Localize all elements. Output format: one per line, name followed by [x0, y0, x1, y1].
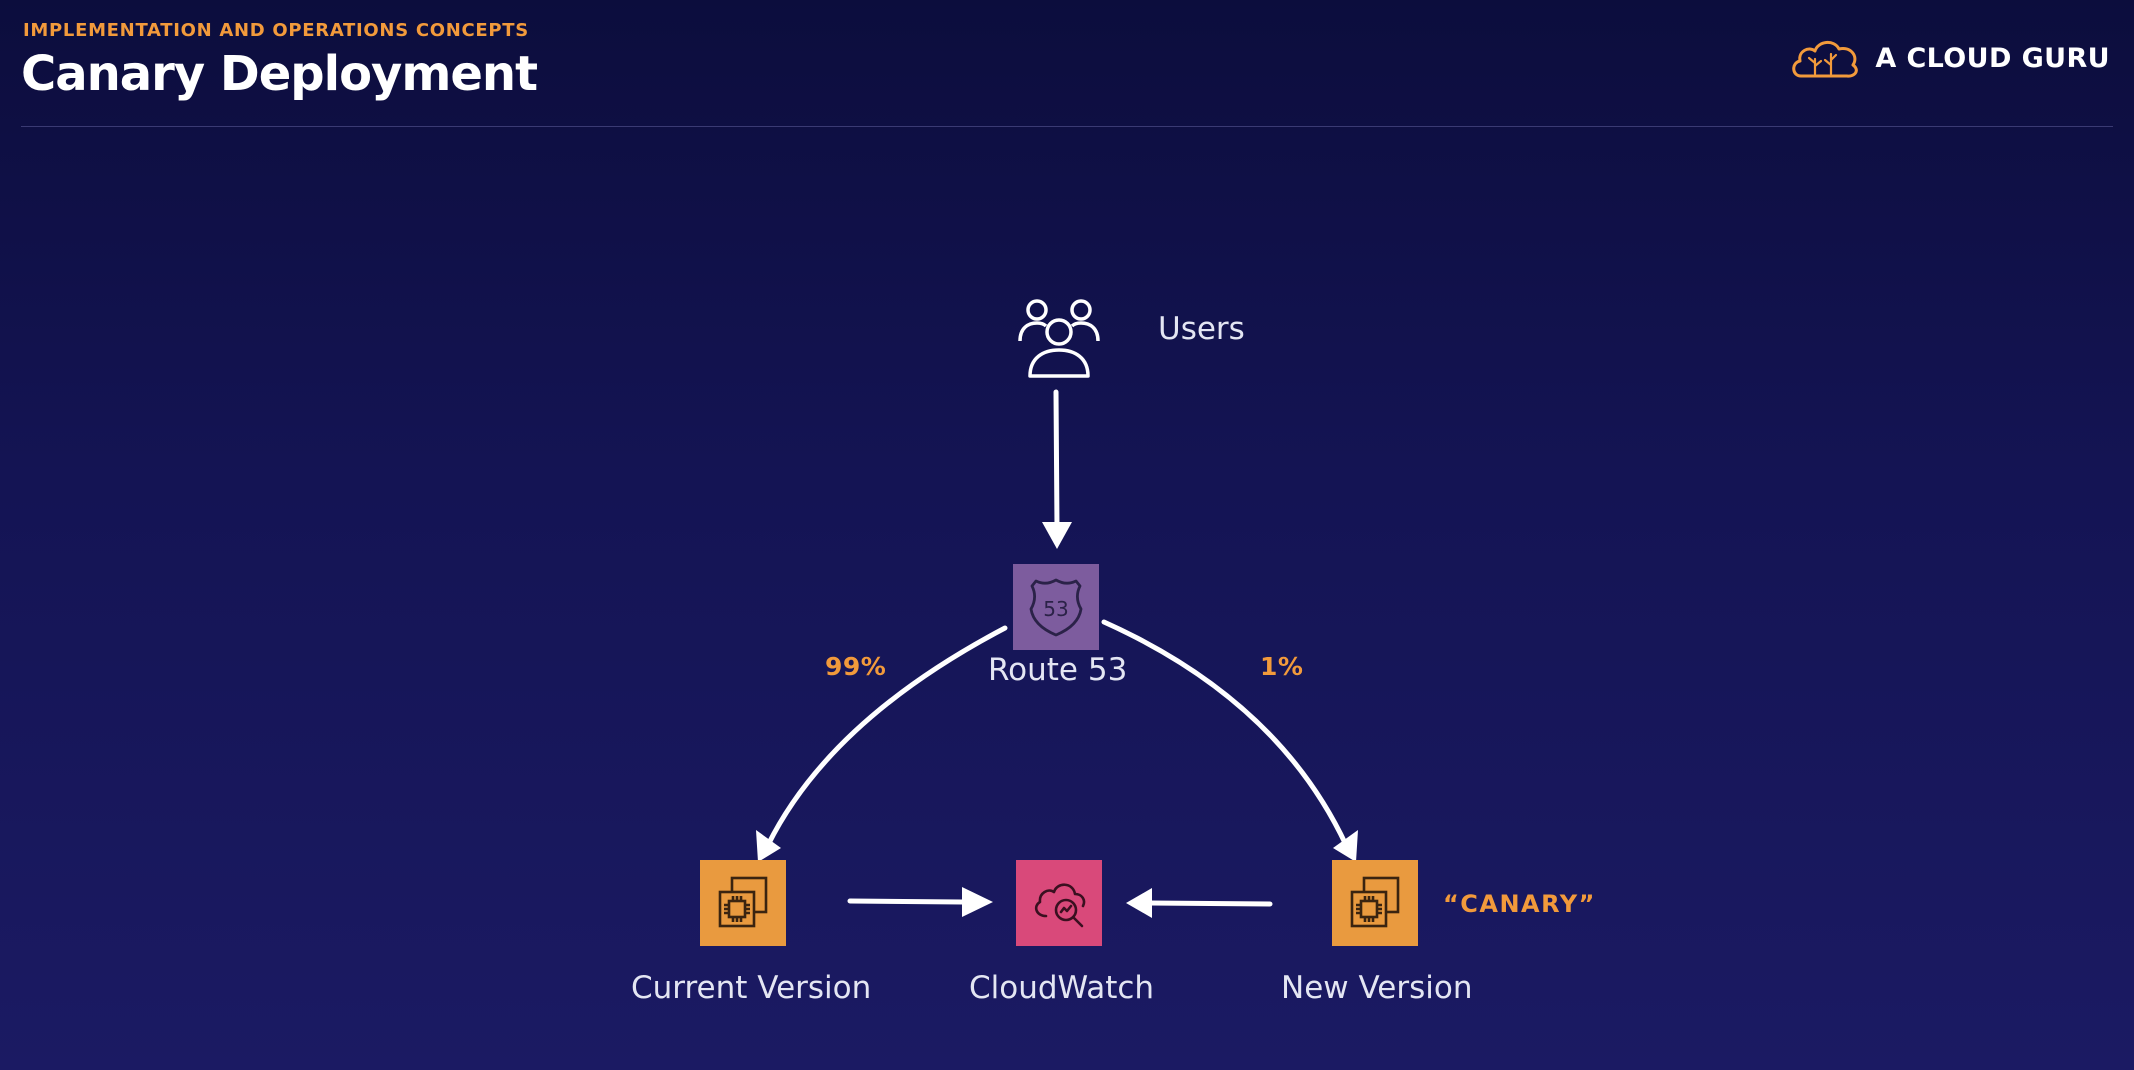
- traffic-new-percent: 1%: [1260, 652, 1304, 681]
- arrowhead-cloudwatch-left: [962, 887, 993, 917]
- arrowhead-new: [1333, 830, 1358, 862]
- section-eyebrow: IMPLEMENTATION AND OPERATIONS CONCEPTS: [23, 20, 529, 41]
- route53-label: Route 53: [988, 652, 1128, 688]
- arrow-users-to-route53: [1053, 389, 1060, 531]
- current-version-label: Current Version: [631, 970, 872, 1006]
- cloudwatch-label: CloudWatch: [969, 970, 1155, 1006]
- cloudwatch-icon: [1034, 883, 1086, 928]
- ec2-instance-icon: [1350, 876, 1400, 928]
- users-icon: [1018, 299, 1100, 378]
- arrowhead-cloudwatch-right: [1126, 888, 1152, 918]
- route53-badge: 53: [1043, 597, 1068, 621]
- traffic-current-percent: 99%: [825, 652, 887, 681]
- brand-logo: A CLOUD GURU: [1789, 36, 2110, 80]
- users-label: Users: [1158, 311, 1245, 347]
- cloud-logo-icon: [1792, 41, 1859, 78]
- brand-name: A CLOUD GURU: [1875, 42, 2110, 74]
- canary-tag: “CANARY”: [1443, 890, 1596, 918]
- new-version-label: New Version: [1281, 970, 1473, 1006]
- arrowhead-route53: [1042, 522, 1072, 549]
- cloudwatch-node: [1016, 860, 1102, 946]
- current-version-node: [700, 860, 786, 946]
- arrow-current-to-cloudwatch: [847, 898, 965, 905]
- new-version-node: [1332, 860, 1418, 946]
- arrow-new-to-cloudwatch: [1147, 900, 1273, 907]
- route53-shield-icon: 53: [1029, 578, 1083, 637]
- ec2-instance-icon: [718, 876, 768, 928]
- arrowhead-current: [756, 830, 781, 862]
- page-title: Canary Deployment: [21, 46, 538, 102]
- route53-node: 53: [1013, 564, 1099, 650]
- arrow-route53-to-new: [1101, 619, 1349, 848]
- arrow-route53-to-current: [765, 625, 1008, 848]
- header-divider: [21, 126, 2113, 127]
